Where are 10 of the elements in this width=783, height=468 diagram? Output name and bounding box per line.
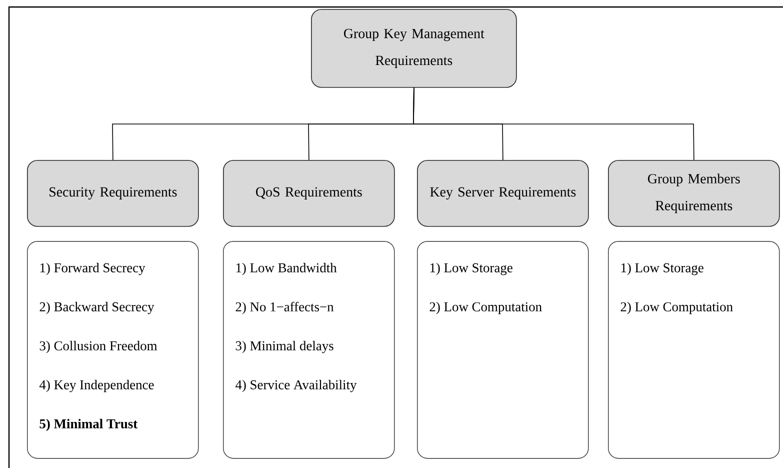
requirement-box: Key Server Requirements — [417, 160, 589, 227]
requirement-box: Group Members Requirements — [608, 160, 780, 227]
requirement-list-box: 1) Low Storage 2) Low Computation — [608, 241, 780, 459]
requirement-box: Security Requirements — [27, 160, 199, 227]
requirement-list-box: 1) Low Storage 2) Low Computation — [417, 241, 589, 459]
requirement-list-box: 1) Forward Secrecy 2) Backward Secrecy 3) Collusion Freedom 4) Key Independence 5) Minimal Trust — [27, 241, 199, 459]
connector — [413, 87, 694, 160]
requirement-box: QoS Requirements — [223, 160, 395, 227]
requirement-box: Group Key Management Requirements — [311, 9, 517, 88]
requirement-list-box: 1) Low Bandwidth 2) No 1−affects−n 3) Minimal delays 4) Service Availability — [223, 241, 395, 459]
